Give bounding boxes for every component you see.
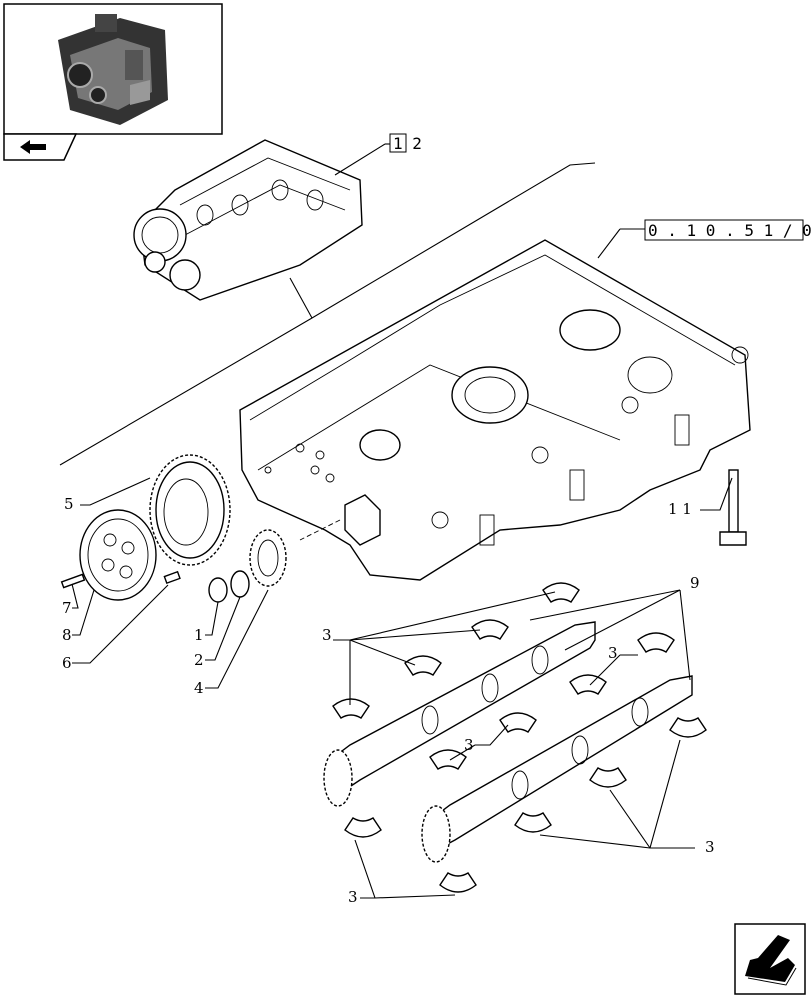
main-part-code: 0 . 1 0 . 5 1 / 0 0 1 [648,221,812,240]
small-gear [249,529,287,587]
callout-2: 2 [194,651,204,669]
pulley-hub [79,509,157,601]
callout-labels: 5 7 8 6 1 2 4 3 3 3 3 3 9 1 1 [62,495,715,906]
callout-3-middle: 3 [464,736,474,754]
callout-9: 9 [690,574,700,592]
callout-4: 4 [194,679,204,697]
camshaft-housing-assembly-view [133,139,363,301]
callout-7: 7 [62,599,72,617]
callout-5: 5 [64,495,74,513]
camshaft-housing [239,239,751,581]
callout-3-upper-left: 3 [322,626,332,644]
callout-3-upper-right: 3 [608,644,618,662]
callout-1: 1 [194,626,204,644]
snap-ring [230,570,250,598]
next-page-arrow-icon[interactable] [734,923,806,995]
previous-page-arrow-icon[interactable] [3,133,78,161]
callout-8: 8 [62,626,72,644]
callout-6: 6 [62,654,72,672]
long-bolt [719,469,747,546]
small-bolt [60,573,86,589]
large-gear [149,454,231,566]
washer-bolt [163,570,181,585]
leader-lines [71,477,733,899]
callout-3-lower-left: 3 [348,888,358,906]
camshaft-lower [421,675,693,863]
engine-thumbnail-icon [58,14,168,125]
subassembly-reference: 1 2 [334,133,422,176]
subassembly-code: 1 2 [393,134,422,153]
engine-thumbnail[interactable] [3,3,223,135]
bearing-shells [332,582,707,893]
callout-3-lower-right: 3 [705,838,715,856]
camshaft-upper [323,621,596,807]
main-part-reference: 0 . 1 0 . 5 1 / 0 0 1 [597,219,812,259]
seal-ring [208,577,228,603]
callout-11: 1 1 [668,500,692,518]
